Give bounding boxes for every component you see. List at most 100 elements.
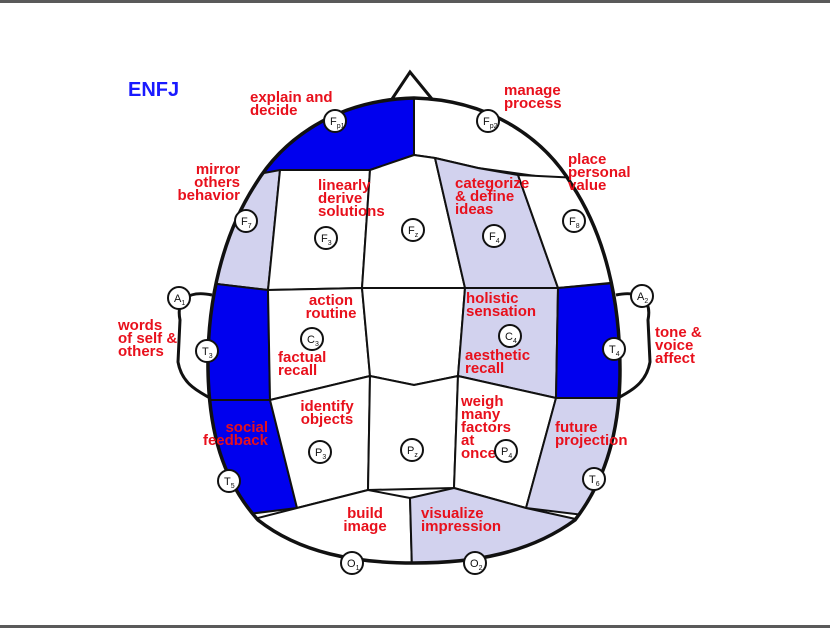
electrode-letter: T bbox=[609, 344, 616, 356]
electrode-subscript: 8 bbox=[576, 223, 580, 230]
electrode-subscript: 2 bbox=[644, 298, 648, 305]
electrode-marker bbox=[482, 224, 506, 248]
electrode-o1: O1 bbox=[340, 551, 364, 575]
electrode-t5: T5 bbox=[217, 469, 241, 493]
electrode-label: F3 bbox=[321, 233, 332, 247]
label-line: tone & bbox=[655, 324, 702, 341]
label-line: categorize bbox=[455, 175, 529, 192]
label-line: mirror bbox=[196, 161, 240, 178]
label-line: factors bbox=[461, 419, 511, 436]
top-border bbox=[0, 0, 830, 3]
electrode-t4: T4 bbox=[602, 337, 626, 361]
label-line: visualize bbox=[421, 505, 484, 522]
label-line: ideas bbox=[455, 201, 493, 218]
electrode-label: A2 bbox=[637, 291, 648, 305]
label-line: recall bbox=[465, 360, 504, 377]
label-line: solutions bbox=[318, 203, 385, 220]
label-line: build bbox=[347, 505, 383, 522]
label-line: identify bbox=[300, 398, 354, 415]
electrode-subscript: 5 bbox=[231, 483, 235, 490]
electrode-letter: P bbox=[315, 447, 322, 459]
electrode-letter: F bbox=[408, 225, 415, 237]
electrode-f7: F7 bbox=[234, 209, 258, 233]
label-line: derive bbox=[318, 190, 362, 207]
electrode-subscript: 3 bbox=[315, 341, 319, 348]
label-line: others bbox=[194, 174, 240, 191]
electrode-label: C4 bbox=[505, 331, 517, 345]
left-ear bbox=[176, 292, 213, 400]
electrode-letter: F bbox=[489, 231, 496, 243]
label-line: place bbox=[568, 151, 606, 168]
label-line: explain and bbox=[250, 89, 333, 106]
nose bbox=[390, 69, 434, 100]
electrode-letter: A bbox=[637, 291, 645, 303]
electrode-letter: T bbox=[224, 476, 231, 488]
label-line: once bbox=[461, 445, 496, 462]
electrode-fp2: Fp2 bbox=[476, 109, 500, 133]
electrode-subscript: 6 bbox=[596, 481, 600, 488]
electrode-label: T3 bbox=[202, 346, 213, 360]
electrode-label: T4 bbox=[609, 344, 620, 358]
electrode-marker bbox=[463, 551, 487, 575]
label-line: weigh bbox=[460, 393, 504, 410]
electrode-marker bbox=[323, 109, 347, 133]
electrode-label: P3 bbox=[315, 447, 326, 461]
electrode-subscript: 4 bbox=[513, 338, 517, 345]
electrode-letter: F bbox=[330, 116, 337, 128]
electrode-letter: T bbox=[589, 474, 596, 486]
electrode-marker bbox=[195, 339, 219, 363]
electrode-fz: Fz bbox=[401, 218, 425, 242]
electrode-letter: F bbox=[483, 116, 490, 128]
electrode-subscript: 2 bbox=[479, 565, 483, 572]
electrode-letter: P bbox=[501, 446, 508, 458]
electrode-label: Pz bbox=[407, 445, 418, 459]
electrode-t6: T6 bbox=[582, 467, 606, 491]
electrode-f4: F4 bbox=[482, 224, 506, 248]
electrode-marker bbox=[400, 438, 424, 462]
label-line: others bbox=[118, 343, 164, 360]
electrode-marker bbox=[630, 284, 654, 308]
region-cz bbox=[361, 287, 466, 386]
electrode-f3: F3 bbox=[314, 226, 338, 250]
electrode-marker bbox=[340, 551, 364, 575]
electrode-marker bbox=[498, 324, 522, 348]
electrode-f8: F8 bbox=[562, 209, 586, 233]
electrode-letter: C bbox=[307, 334, 315, 346]
electrode-marker bbox=[167, 286, 191, 310]
label-line: recall bbox=[278, 362, 317, 379]
electrode-label: O1 bbox=[347, 558, 360, 572]
electrode-label: F7 bbox=[241, 216, 252, 230]
electrode-letter: O bbox=[347, 558, 356, 570]
label-line: voice bbox=[655, 337, 693, 354]
electrode-marker bbox=[494, 439, 518, 463]
electrode-subscript: p2 bbox=[490, 123, 498, 130]
electrode-marker bbox=[401, 218, 425, 242]
bottom-border bbox=[0, 625, 830, 628]
electrode-p4: P4 bbox=[494, 439, 518, 463]
electrode-label: P4 bbox=[501, 446, 512, 460]
label-line: words bbox=[117, 317, 162, 334]
electrode-marker bbox=[476, 109, 500, 133]
electrode-letter: F bbox=[321, 233, 328, 245]
electrode-label: Fp2 bbox=[483, 116, 498, 130]
electrode-letter: P bbox=[407, 445, 414, 457]
electrode-subscript: 3 bbox=[209, 353, 213, 360]
label-line: linearly bbox=[318, 177, 371, 194]
electrode-marker bbox=[234, 209, 258, 233]
label-line: many bbox=[461, 406, 501, 423]
label-line: & define bbox=[455, 188, 514, 205]
electrode-marker bbox=[300, 327, 324, 351]
electrode-subscript: 4 bbox=[508, 453, 512, 460]
electrode-subscript: 1 bbox=[181, 300, 185, 307]
